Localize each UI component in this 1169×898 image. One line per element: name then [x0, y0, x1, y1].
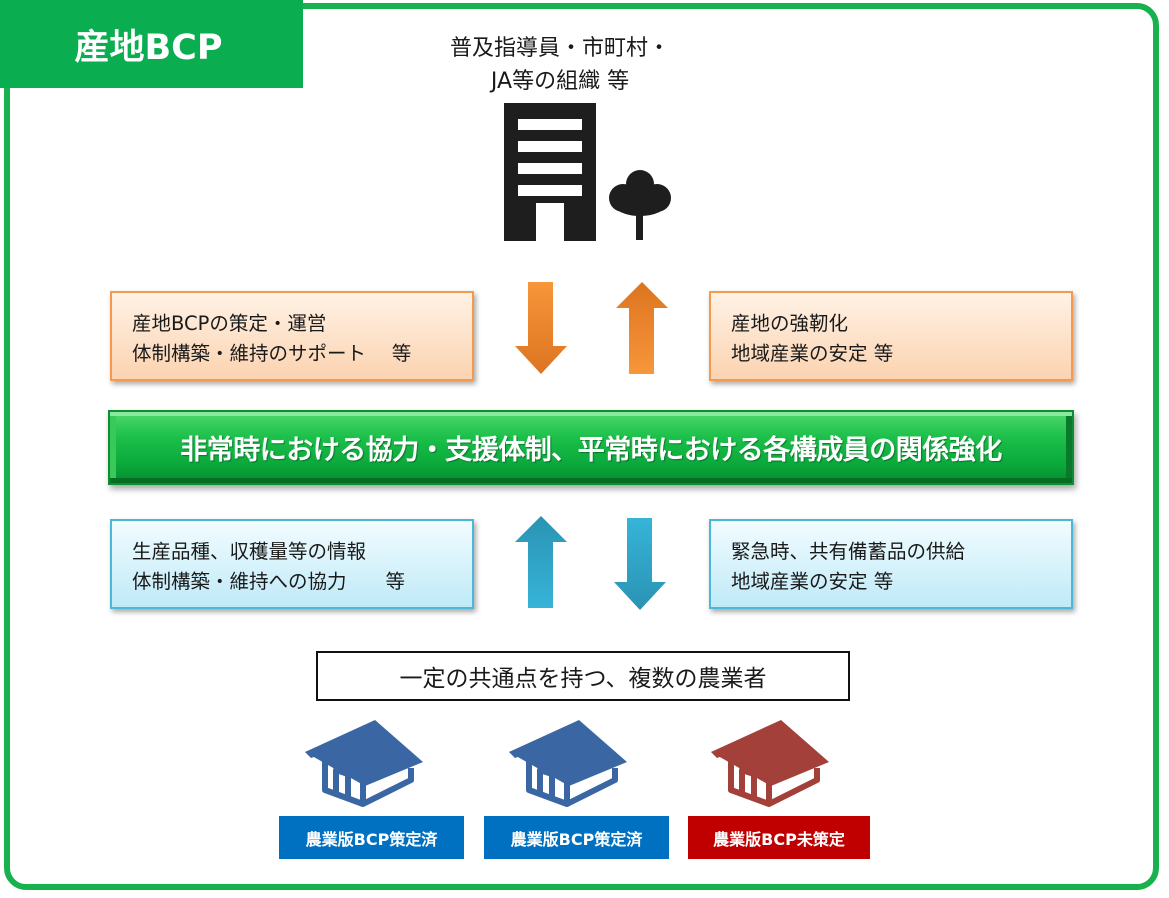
status-badge: 農業版BCP未策定: [688, 816, 870, 859]
arrow-up-icon: [616, 282, 668, 374]
arrow-down-icon: [515, 282, 567, 374]
arrow-up-icon: [515, 516, 567, 608]
building-icon: [504, 103, 596, 241]
arrow-down-icon: [614, 518, 666, 610]
organization-line-2: JA等の組織 等: [490, 69, 630, 94]
status-badge: 農業版BCP策定済: [279, 816, 464, 859]
organization-label: 普及指導員・市町村・ JA等の組織 等: [400, 32, 720, 98]
status-badge: 農業版BCP策定済: [484, 816, 669, 859]
organization-line-1: 普及指導員・市町村・: [449, 36, 670, 61]
resilience-box: 産地の強靭化 地域産業の安定 等: [709, 291, 1073, 381]
diagram-title: 産地BCP: [0, 0, 303, 88]
support-box: 産地BCPの策定・運営 体制構築・維持のサポート 等: [110, 291, 474, 381]
information-box: 生産品種、収穫量等の情報 体制構築・維持への協力 等: [110, 519, 474, 609]
cooperation-banner: 非常時における協力・支援体制、平常時における各構成員の関係強化: [108, 410, 1074, 485]
diagram-frame: [4, 3, 1159, 890]
supply-box: 緊急時、共有備蓄品の供給 地域産業の安定 等: [709, 519, 1073, 609]
house-icon: [711, 720, 829, 807]
farmers-label: 一定の共通点を持つ、複数の農業者: [316, 651, 850, 701]
tree-icon: [609, 170, 671, 240]
house-icon: [509, 720, 627, 807]
house-icon: [305, 720, 423, 807]
